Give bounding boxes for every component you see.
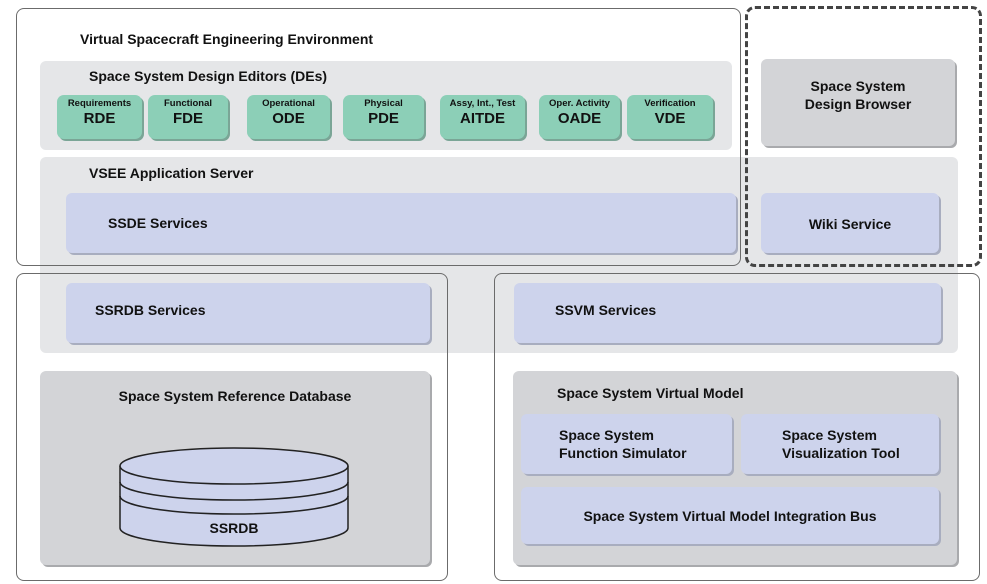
- virtual-model-title: Space System Virtual Model: [557, 385, 744, 401]
- editor-pde-name: PDE: [368, 110, 399, 127]
- editor-aitde-name: AITDE: [460, 110, 505, 127]
- ssde-services-label: SSDE Services: [108, 215, 208, 231]
- design-browser-line-1: Space System: [810, 78, 906, 94]
- database-cylinder-top: [119, 447, 349, 485]
- design-editors-title: Space System Design Editors (DEs): [89, 68, 328, 84]
- editor-rde[interactable]: Requirements RDE: [57, 95, 142, 139]
- database-label: SSRDB: [209, 520, 259, 536]
- database-cylinder-body: [119, 466, 349, 547]
- editor-oade-name: OADE: [557, 110, 602, 127]
- visualization-tool-line-1: Space System: [782, 427, 877, 443]
- visualization-tool-box[interactable]: [741, 414, 939, 474]
- editor-rde-name: RDE: [83, 110, 116, 127]
- editor-fde-name: FDE: [173, 110, 203, 127]
- integration-bus-box[interactable]: [521, 487, 939, 544]
- visualization-tool-label: Space System Visualization Tool: [782, 426, 900, 462]
- ssvm-frame: [494, 273, 980, 581]
- design-browser-box[interactable]: [761, 59, 955, 146]
- wiki-service-label: Wiki Service: [808, 216, 892, 232]
- ssrdb-services-box[interactable]: [66, 283, 430, 343]
- editor-vde-name: VDE: [654, 110, 686, 127]
- function-simulator-label: Space System Function Simulator: [559, 426, 687, 462]
- database-ring-1: [119, 481, 349, 501]
- ssde-services-box[interactable]: [66, 193, 736, 253]
- editor-oade[interactable]: Oper. Activity OADE: [539, 95, 620, 139]
- editor-aitde[interactable]: Assy, Int., Test AITDE: [440, 95, 525, 139]
- editor-fde[interactable]: Functional FDE: [148, 95, 228, 139]
- dashed-highlight-region: [745, 6, 982, 267]
- function-simulator-box[interactable]: [521, 414, 732, 474]
- design-browser-line-2: Design Browser: [804, 96, 912, 112]
- editor-ode[interactable]: Operational ODE: [247, 95, 330, 139]
- vsee-frame: [16, 8, 741, 266]
- integration-bus-label: Space System Virtual Model Integration B…: [583, 508, 877, 524]
- editor-vde[interactable]: Verification VDE: [627, 95, 713, 139]
- design-browser-label: Space System Design Browser: [761, 77, 955, 113]
- function-simulator-line-1: Space System: [559, 427, 654, 443]
- wiki-service-box[interactable]: [761, 193, 939, 253]
- ssvm-services-box[interactable]: [514, 283, 941, 343]
- vsee-title: Virtual Spacecraft Engineering Environme…: [80, 31, 374, 47]
- ssvm-services-label: SSVM Services: [555, 302, 657, 318]
- editor-aitde-category: Assy, Int., Test: [449, 98, 516, 109]
- ssrdb-services-label: SSRDB Services: [95, 302, 206, 318]
- editor-oade-category: Oper. Activity: [549, 98, 610, 109]
- function-simulator-line-2: Function Simulator: [559, 445, 687, 461]
- editor-rde-category: Requirements: [67, 98, 132, 109]
- database-cylinder-icon[interactable]: [114, 446, 354, 550]
- editor-ode-category: Operational: [262, 98, 315, 109]
- visualization-tool-line-2: Visualization Tool: [782, 445, 900, 461]
- ssrdb-frame: [16, 273, 448, 581]
- editor-ode-name: ODE: [272, 110, 305, 127]
- database-ring-2: [119, 495, 349, 515]
- editor-vde-category: Verification: [644, 98, 696, 109]
- editor-pde-category: Physical: [364, 98, 403, 109]
- editor-pde[interactable]: Physical PDE: [343, 95, 424, 139]
- app-server-title: VSEE Application Server: [89, 165, 254, 181]
- reference-database-title: Space System Reference Database: [118, 388, 352, 404]
- editor-fde-category: Functional: [163, 98, 213, 109]
